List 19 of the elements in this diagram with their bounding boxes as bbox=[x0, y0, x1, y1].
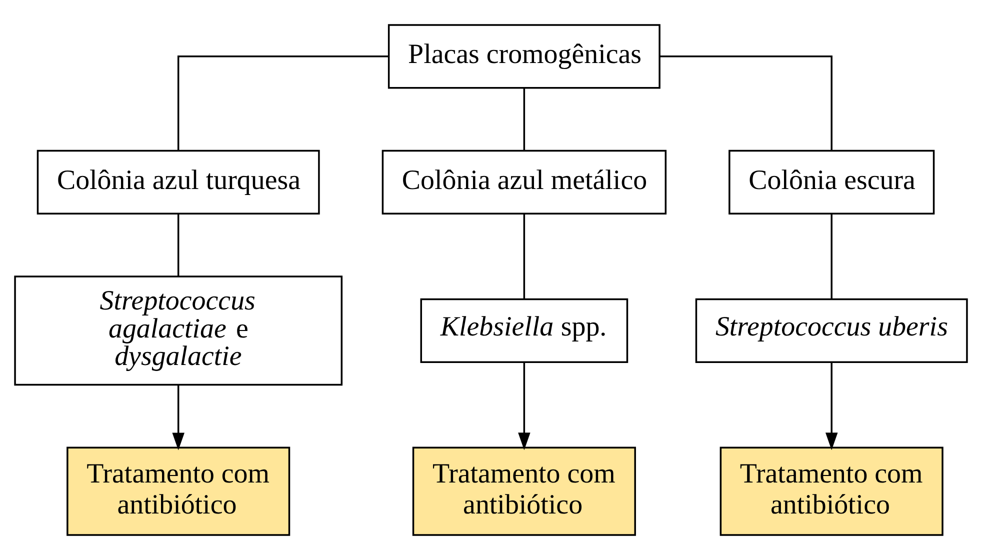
node-box: Tratamento com antibiótico bbox=[66, 446, 290, 536]
connector bbox=[830, 214, 832, 300]
connector bbox=[177, 214, 180, 276]
node-box: Klebsiella spp. bbox=[420, 298, 628, 363]
node-box: Colônia azul metálico bbox=[382, 150, 667, 214]
connector bbox=[660, 56, 832, 150]
node-box: Tratamento com antibiótico bbox=[412, 446, 636, 536]
connector bbox=[523, 214, 526, 300]
connector bbox=[177, 56, 388, 150]
connector bbox=[523, 88, 526, 150]
node-box: Colônia escura bbox=[728, 150, 935, 214]
node-box: Streptococcus uberis bbox=[695, 298, 968, 363]
node-box: Tratamento com antibiótico bbox=[720, 446, 944, 536]
node-box: Placas cromogênicas bbox=[388, 24, 660, 89]
arrow bbox=[825, 362, 838, 450]
node-box: Streptococcus agalactiae e dysgalactie bbox=[14, 276, 343, 386]
arrow bbox=[518, 362, 530, 450]
arrow bbox=[172, 385, 184, 450]
node-box: Colônia azul turquesa bbox=[36, 150, 320, 214]
